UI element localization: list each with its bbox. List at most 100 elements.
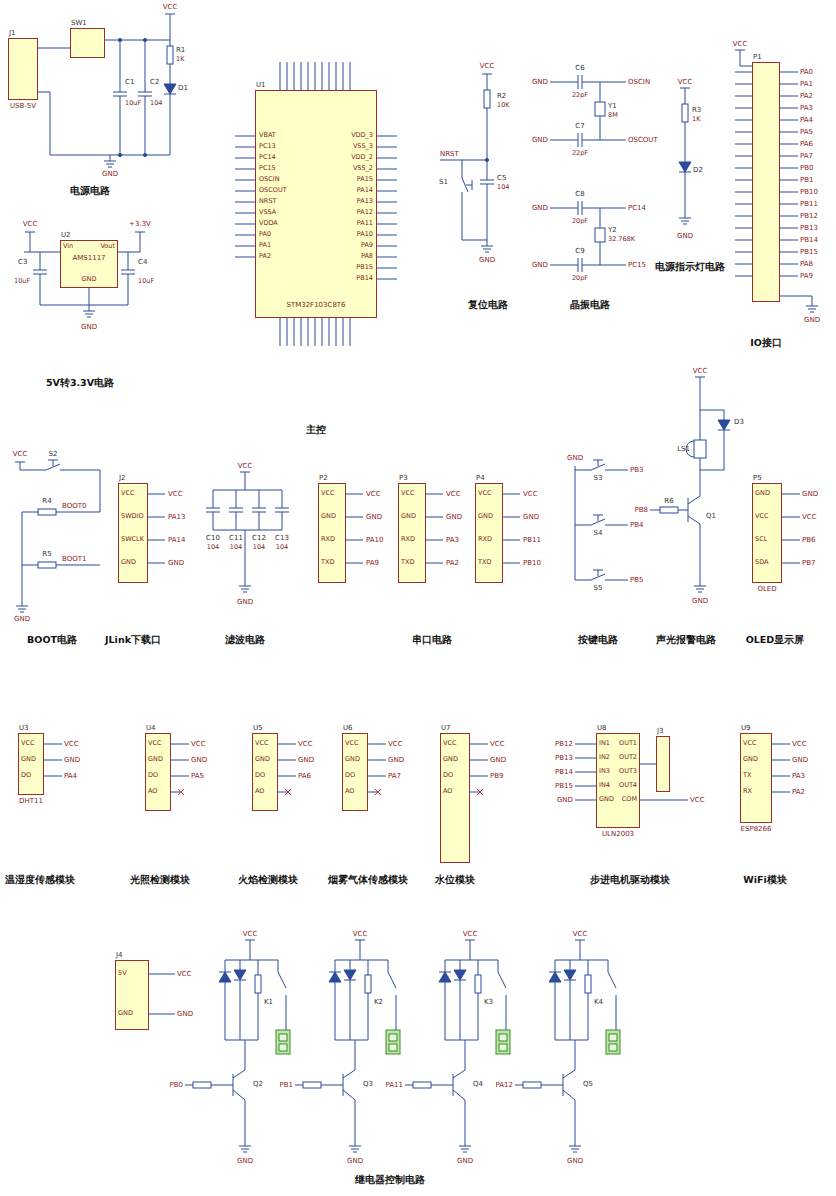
net-label: PA4 <box>800 116 813 124</box>
net-label: PA3 <box>446 536 459 544</box>
net-label: VCC <box>733 40 748 48</box>
pin-label: OUT3 <box>619 768 637 775</box>
net-label: VCC <box>690 796 705 804</box>
net-label: PB13 <box>800 224 818 232</box>
part-designator: P1 <box>753 53 762 61</box>
net-label: GND <box>366 513 382 521</box>
section-caption: 光照检测模块 <box>130 875 190 886</box>
part-designator: U9 <box>741 724 751 732</box>
section-caption: WiFi模块 <box>743 875 786 886</box>
pin-label: PA11 <box>357 220 373 227</box>
part-designator: P4 <box>476 474 485 482</box>
pin-label: PC15 <box>259 165 276 172</box>
pin-label: 104 <box>276 544 288 551</box>
net-label: PB7 <box>802 559 815 567</box>
part-designator: Q3 <box>363 1080 373 1088</box>
part-designator: C4 <box>138 258 147 266</box>
net-label: BOOT1 <box>62 555 86 563</box>
part-designator: S1 <box>439 178 448 186</box>
pin-label: VCC <box>148 740 162 747</box>
pin-label: 10uF <box>14 278 30 285</box>
pin-label: RXD <box>478 536 492 543</box>
part-name: OLED <box>757 585 776 593</box>
pin-label: PA10 <box>357 231 373 238</box>
pin-label: PA12 <box>357 209 373 216</box>
net-label: GND <box>64 756 80 764</box>
part-designator: SW1 <box>71 19 87 27</box>
section-caption: BOOT电路 <box>27 635 77 646</box>
pin-label: GND <box>82 276 97 283</box>
part-name: DHT11 <box>19 797 43 805</box>
part-name: USB-5V <box>10 102 36 110</box>
pin-label: 1K <box>692 116 700 123</box>
pin-label: DO <box>148 772 158 779</box>
pin-label: IN4 <box>599 782 610 789</box>
net-label: PC14 <box>628 204 646 212</box>
pin-label: VDDA <box>259 220 278 227</box>
net-label: GND <box>191 756 207 764</box>
pin-label: SDA <box>755 559 768 566</box>
part-designator: U7 <box>441 724 451 732</box>
section-caption: IO接口 <box>750 338 782 349</box>
net-label: GND <box>532 136 548 144</box>
pin-label: VBAT <box>259 132 276 139</box>
component-box: J2 <box>118 483 148 583</box>
boot-circuit <box>15 460 100 612</box>
pin-label: 20pF <box>572 218 588 225</box>
pin-label: Vin <box>63 243 73 250</box>
part-designator: D1 <box>178 84 188 92</box>
part-designator: C6 <box>575 64 584 72</box>
part-designator: C13 <box>275 534 289 542</box>
pin-label: VCC <box>321 490 335 497</box>
pin-label: 104 <box>497 184 509 191</box>
pin-label: VCC <box>345 740 359 747</box>
net-label: PA5 <box>191 772 204 780</box>
net-label: GND <box>168 559 184 567</box>
net-label: PA9 <box>366 559 379 567</box>
power-circuit <box>38 14 176 167</box>
pin-label: GND <box>118 1010 133 1017</box>
pin-label: TXD <box>478 559 491 566</box>
pin-label: VCC <box>255 740 269 747</box>
pin-label: RXD <box>401 536 415 543</box>
pin-label: GND <box>401 513 416 520</box>
pin-label: 1K <box>176 56 184 63</box>
pin-label: SWCLK <box>121 536 144 543</box>
pin-label: VCC <box>743 740 757 747</box>
part-designator: C2 <box>150 78 159 86</box>
pin-label: VCC <box>401 490 415 497</box>
net-label: PA14 <box>168 536 185 544</box>
net-label: PA4 <box>64 772 77 780</box>
net-label: PB9 <box>490 772 503 780</box>
net-label: VCC <box>238 462 253 470</box>
net-label: GND <box>532 261 548 269</box>
pin-label: RXD <box>321 536 335 543</box>
pin-label: PA0 <box>259 231 271 238</box>
net-label: GND <box>677 232 693 240</box>
pin-label: IN1 <box>599 740 610 747</box>
part-designator: J2 <box>119 474 126 482</box>
pin-label: IN3 <box>599 768 610 775</box>
section-caption: 按键电路 <box>578 635 618 646</box>
pin-label: OSCIN <box>259 176 280 183</box>
section-caption: JLink下载口 <box>105 635 161 646</box>
net-label: GND <box>692 597 708 605</box>
part-designator: U4 <box>146 724 156 732</box>
net-label: PB1 <box>800 176 813 184</box>
pin-label: PA13 <box>357 198 373 205</box>
pin-label: SCL <box>755 536 767 543</box>
pin-label: Vout <box>100 243 115 250</box>
section-caption: 继电器控制电路 <box>355 1175 425 1186</box>
alarm-circuit <box>650 377 730 592</box>
reset-circuit <box>440 74 494 252</box>
net-label: OSCIN <box>628 78 650 86</box>
net-label: PB12 <box>800 212 818 220</box>
pin-label: 22pF <box>572 150 588 157</box>
part-designator: J3 <box>657 727 664 735</box>
part-designator: C8 <box>575 190 584 198</box>
part-designator: D2 <box>693 166 703 174</box>
pin-label: GND <box>255 756 270 763</box>
net-label: PA1 <box>800 80 813 88</box>
section-caption: 串口电路 <box>412 635 452 646</box>
